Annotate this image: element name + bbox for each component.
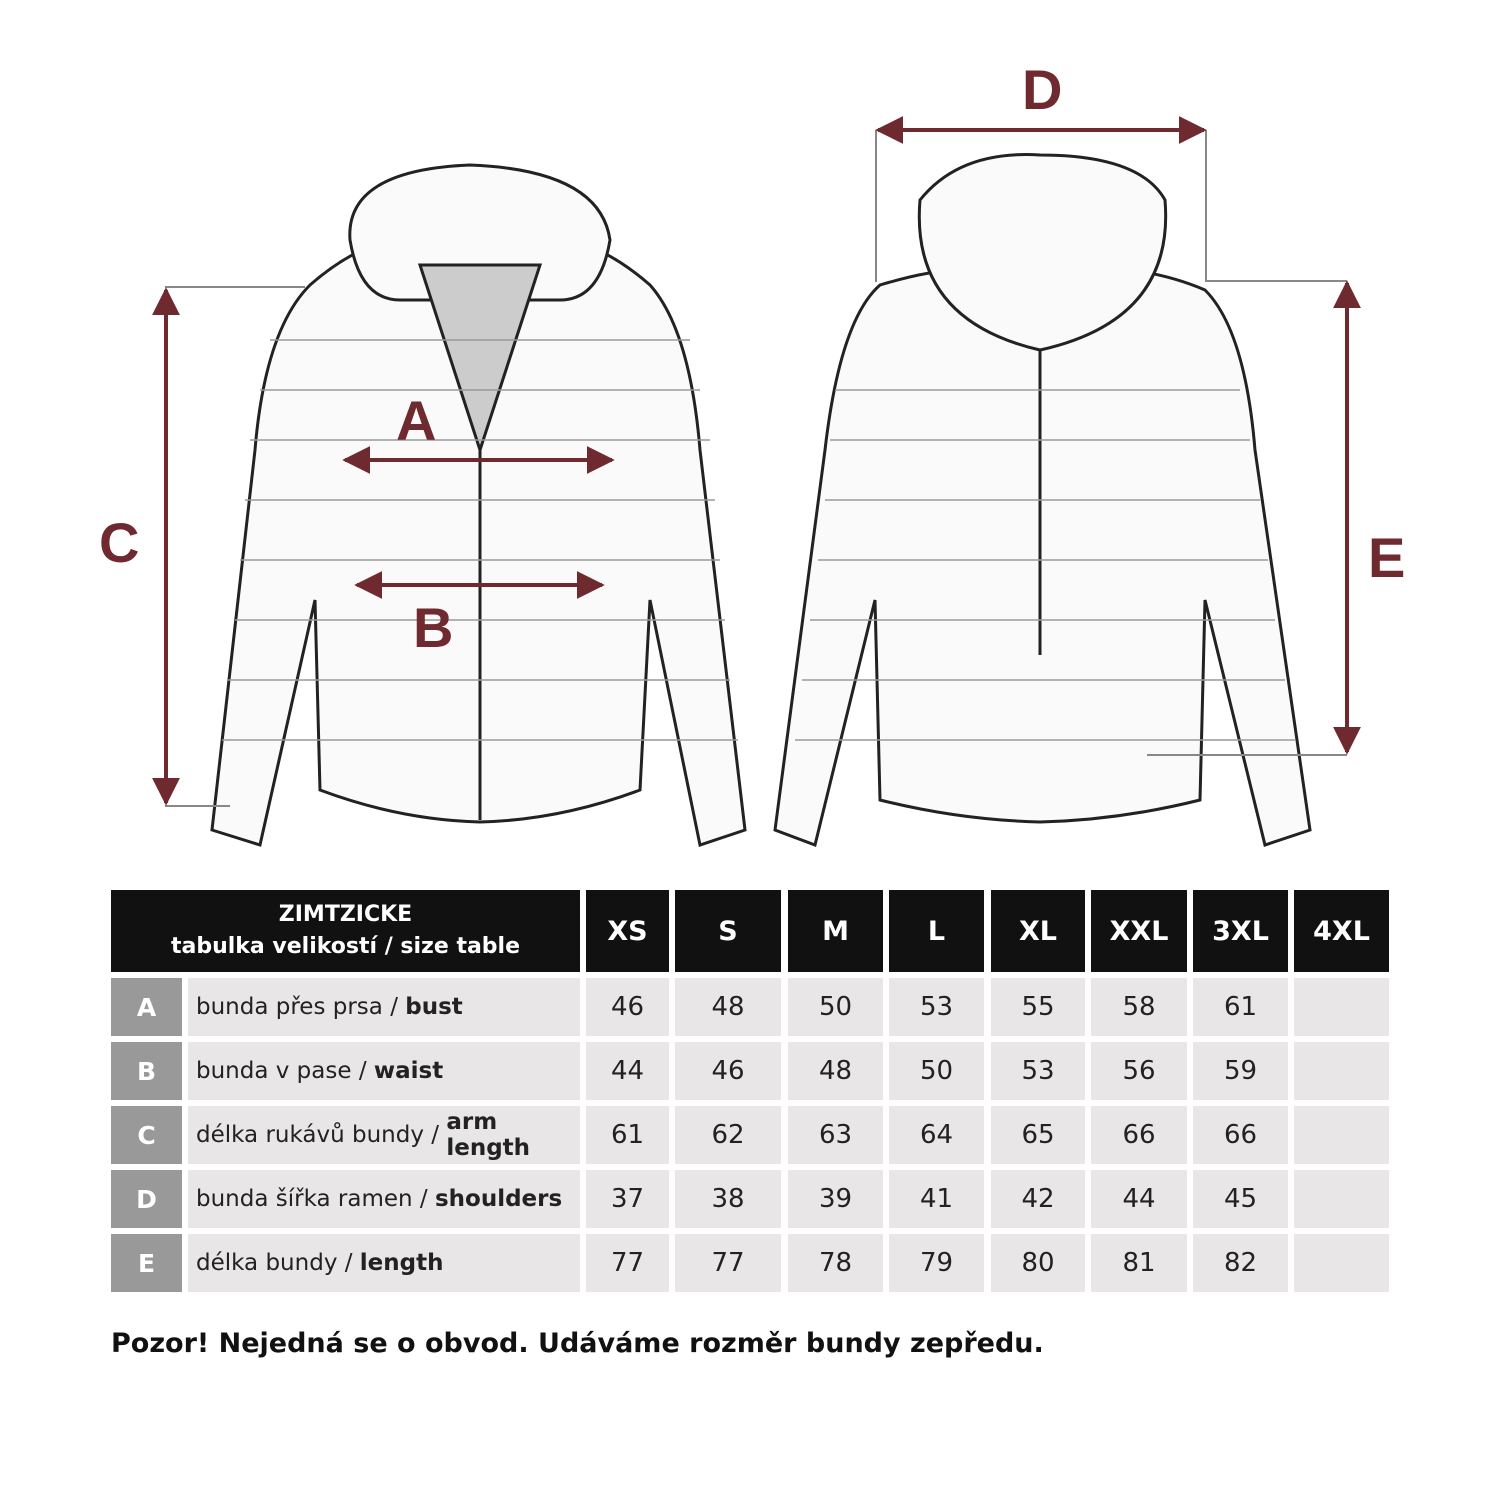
description-en: arm length [446, 1109, 531, 1161]
table-cell: 58 [1091, 978, 1187, 1036]
table-cell: 61 [1193, 978, 1288, 1036]
table-cell: 48 [788, 1042, 883, 1100]
table-title: ZIMTZICKE tabulka velikostí / size table [111, 890, 580, 972]
table-subtitle: tabulka velikostí / size table [170, 934, 521, 959]
jacket-measurement-diagram [152, 116, 1361, 847]
table-cell: 80 [991, 1234, 1085, 1292]
table-cell: 39 [788, 1170, 883, 1228]
table-cell: 77 [586, 1234, 669, 1292]
table-cell: 63 [788, 1106, 883, 1164]
label-c: C [99, 511, 140, 574]
table-cell: 37 [586, 1170, 669, 1228]
description-en: shoulders [434, 1186, 563, 1212]
table-cell: 66 [1091, 1106, 1187, 1164]
front-quilting-lines [222, 339, 738, 741]
table-cell: 61 [586, 1106, 669, 1164]
measurement-arrows [152, 116, 1361, 806]
row-description: bunda přes prsa / bust [188, 978, 580, 1036]
description-en: waist [373, 1058, 444, 1084]
row-description: délka bundy / length [188, 1234, 580, 1292]
table-cell: 62 [675, 1106, 781, 1164]
size-header-xxl: XXL [1091, 890, 1187, 972]
label-d: D [1022, 58, 1063, 121]
jacket-front-drawing [210, 163, 747, 847]
table-cell: 82 [1193, 1234, 1288, 1292]
table-cell: 78 [788, 1234, 883, 1292]
description-cz: bunda šířka ramen / [196, 1186, 435, 1212]
table-cell: 53 [991, 1042, 1085, 1100]
size-header-3xl: 3XL [1193, 890, 1288, 972]
jacket-back-drawing [773, 153, 1312, 847]
table-cell: 44 [586, 1042, 669, 1100]
row-key-a: A [111, 978, 182, 1036]
guide-lines [165, 130, 1347, 807]
size-header-xs: XS [586, 890, 669, 972]
table-cell: 48 [675, 978, 781, 1036]
size-header-4xl: 4XL [1294, 890, 1389, 972]
label-a: A [396, 389, 437, 452]
table-cell [1294, 1106, 1389, 1164]
table-cell: 38 [675, 1170, 781, 1228]
table-cell: 59 [1193, 1042, 1288, 1100]
table-cell: 50 [788, 978, 883, 1036]
label-b: B [413, 596, 454, 659]
row-key-b: B [111, 1042, 182, 1100]
row-key-c: C [111, 1106, 182, 1164]
table-cell: 50 [889, 1042, 984, 1100]
table-cell: 44 [1091, 1170, 1187, 1228]
table-cell: 55 [991, 978, 1085, 1036]
row-description: bunda šířka ramen / shoulders [188, 1170, 580, 1228]
table-cell: 77 [675, 1234, 781, 1292]
table-cell: 56 [1091, 1042, 1187, 1100]
size-header-s: S [675, 890, 781, 972]
table-cell: 64 [889, 1106, 984, 1164]
table-cell: 45 [1193, 1170, 1288, 1228]
table-cell: 46 [675, 1042, 781, 1100]
table-cell: 66 [1193, 1106, 1288, 1164]
table-cell: 46 [586, 978, 669, 1036]
size-header-l: L [889, 890, 984, 972]
description-cz: bunda v pase / [196, 1058, 374, 1084]
size-header-xl: XL [991, 890, 1085, 972]
description-en: bust [405, 994, 463, 1020]
table-cell: 42 [991, 1170, 1085, 1228]
row-key-d: D [111, 1170, 182, 1228]
description-en: length [359, 1250, 444, 1276]
table-cell [1294, 978, 1389, 1036]
size-header-m: M [788, 890, 883, 972]
brand-name: ZIMTZICKE [278, 902, 413, 927]
table-cell [1294, 1042, 1389, 1100]
table-cell [1294, 1234, 1389, 1292]
label-e: E [1368, 526, 1406, 589]
table-cell: 41 [889, 1170, 984, 1228]
row-key-e: E [111, 1234, 182, 1292]
back-quilting-lines [795, 389, 1295, 741]
table-cell: 81 [1091, 1234, 1187, 1292]
table-cell [1294, 1170, 1389, 1228]
description-cz: délka bundy / [196, 1250, 360, 1276]
footnote: Pozor! Nejedná se o obvod. Udáváme rozmě… [111, 1328, 1044, 1359]
table-cell: 65 [991, 1106, 1085, 1164]
table-cell: 53 [889, 978, 984, 1036]
description-cz: délka rukávů bundy / [196, 1122, 447, 1148]
table-cell: 79 [889, 1234, 984, 1292]
row-description: bunda v pase / waist [188, 1042, 580, 1100]
description-cz: bunda přes prsa / [196, 994, 406, 1020]
row-description: délka rukávů bundy / arm length [188, 1106, 580, 1164]
